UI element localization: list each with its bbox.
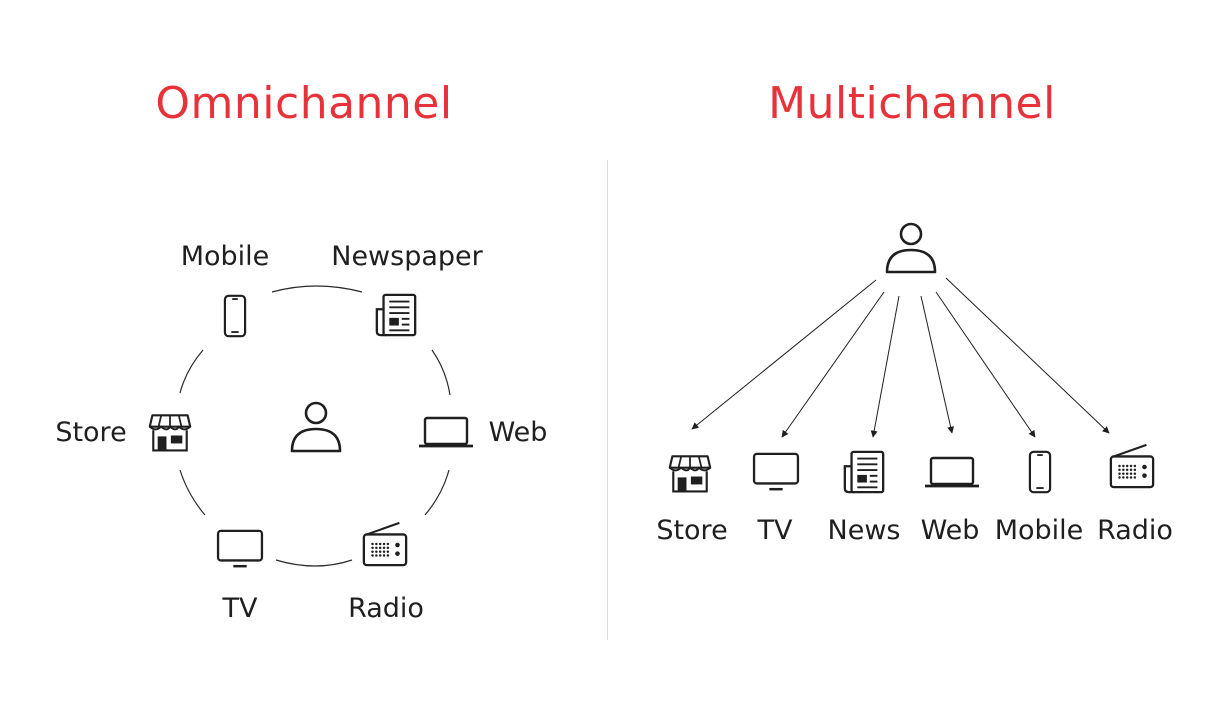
arrow-to-tv	[781, 291, 885, 438]
multi-label-tv: TV	[757, 515, 793, 546]
multi-laptop-icon	[924, 455, 980, 489]
arrow-to-web	[920, 295, 955, 434]
multi-label-radio: Radio	[1097, 515, 1173, 546]
arrow-to-store	[691, 279, 877, 430]
ring-arc-newspaper-web	[431, 349, 451, 396]
omni-label-store: Store	[55, 417, 127, 448]
arrow-to-news	[870, 295, 900, 438]
ring-arc-radio-tv	[275, 559, 353, 567]
omnichannel-title: Omnichannel	[155, 78, 453, 129]
arrow-to-mobile	[935, 291, 1036, 438]
section-divider	[607, 160, 608, 640]
multi-radio-icon	[1108, 443, 1156, 491]
multi-mobile-icon	[1026, 450, 1054, 494]
multi-label-store: Store	[656, 515, 728, 546]
omni-label-web: Web	[488, 417, 548, 448]
omni-label-mobile: Mobile	[180, 241, 270, 272]
ring-arc-web-radio	[424, 469, 450, 516]
multi-label-news: News	[827, 515, 901, 546]
multichannel-person-icon	[883, 219, 939, 275]
omni-label-newspaper: Newspaper	[331, 241, 483, 272]
multi-newspaper-icon	[841, 449, 887, 495]
ring-arc-tv-store	[179, 469, 206, 516]
multi-label-web: Web	[920, 515, 980, 546]
multi-store-icon	[668, 451, 712, 495]
multichannel-title: Multichannel	[768, 78, 1056, 129]
ring-arc-mobile-newspaper	[271, 285, 363, 293]
omnichannel-ring	[179, 285, 451, 567]
ring-arc-store-mobile	[179, 349, 204, 394]
omni-label-tv: TV	[222, 593, 258, 624]
arrow-to-radio	[945, 277, 1110, 434]
omni-label-radio: Radio	[348, 593, 424, 624]
multi-tv-icon	[751, 451, 801, 493]
multi-label-mobile: Mobile	[994, 515, 1084, 546]
